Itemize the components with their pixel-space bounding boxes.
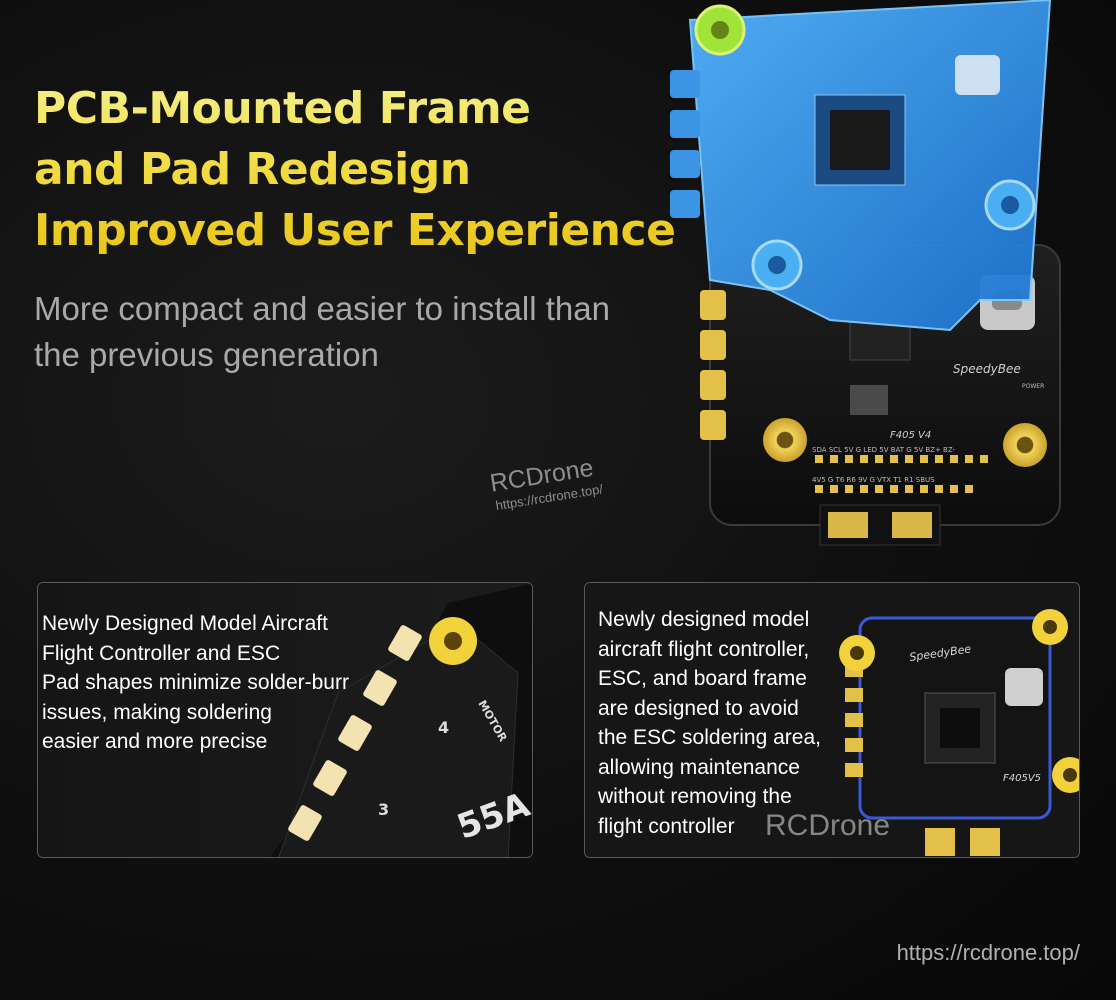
- stack-model-label: F405V5: [1003, 773, 1041, 784]
- left-card-line-3: Pad shapes minimize solder-burr: [42, 671, 349, 694]
- stack-board-image: SpeedyBee F405V5: [585, 583, 1079, 857]
- subheadline-line-2: the previous generation: [34, 336, 379, 373]
- hero-pin-row-bottom: 4V5 G T6 R6 9V G VTX T1 R1 SBUS: [812, 476, 935, 484]
- headline-line-1: PCB-Mounted Frame: [34, 83, 531, 134]
- left-card-line-2: Flight Controller and ESC: [42, 641, 281, 665]
- hero-flight-controller-image: SpeedyBee F405 V4 SDA SCL 5V G LED 5V BA…: [670, 0, 1061, 546]
- right-card-line-5: the ESC soldering area,: [598, 726, 821, 749]
- right-card-line-8: flight controller: [598, 814, 735, 838]
- hero-brand-label: SpeedyBee: [953, 362, 1021, 376]
- right-card-line-7: without removing the: [598, 785, 792, 808]
- right-card-line-2: aircraft flight controller,: [598, 637, 810, 661]
- esc-board-closeup-image: MOTOR 4 3 55A: [38, 583, 532, 857]
- left-card-description: Newly Designed Model Aircraft Flight Con…: [42, 609, 349, 757]
- left-card-line-4: issues, making soldering: [42, 700, 272, 724]
- headline: PCB-Mounted Frame and Pad Redesign Impro…: [34, 78, 714, 261]
- subheadline-line-1: More compact and easier to install than: [34, 290, 610, 327]
- blue-overlay-board: [670, 0, 1052, 332]
- right-card-line-4: are designed to avoid: [598, 696, 799, 720]
- left-card-line-5: easier and more precise: [42, 730, 268, 753]
- right-card-watermark: RCDrone: [765, 809, 891, 842]
- black-board: SpeedyBee F405 V4 SDA SCL 5V G LED 5V BA…: [700, 244, 1061, 546]
- headline-line-2: and Pad Redesign: [34, 144, 471, 195]
- hero-pin-row-top: SDA SCL 5V G LED 5V BAT G 5V BZ+ BZ-: [812, 446, 956, 454]
- right-card-line-6: allowing maintenance: [598, 755, 800, 779]
- subheadline: More compact and easier to install than …: [34, 286, 674, 378]
- right-card-line-1: Newly designed model: [598, 608, 810, 631]
- esc-channel-3-label: 3: [378, 800, 389, 819]
- esc-channel-4-label: 4: [438, 718, 449, 737]
- hero-power-label: POWER: [1022, 383, 1044, 390]
- hero-model-label: F405 V4: [890, 430, 931, 441]
- footer-url: https://rcdrone.top/: [896, 940, 1080, 965]
- feature-card-pad-shapes: MOTOR 4 3 55A Newly Designed Model Aircr…: [37, 582, 533, 858]
- left-card-line-1: Newly Designed Model Aircraft: [42, 612, 328, 635]
- headline-line-3: Improved User Experience: [34, 205, 676, 256]
- right-card-description: Newly designed model aircraft flight con…: [598, 605, 821, 841]
- feature-card-board-frame: SpeedyBee F405V5 Newly designed model ai…: [584, 582, 1080, 858]
- right-card-line-3: ESC, and board frame: [598, 667, 807, 690]
